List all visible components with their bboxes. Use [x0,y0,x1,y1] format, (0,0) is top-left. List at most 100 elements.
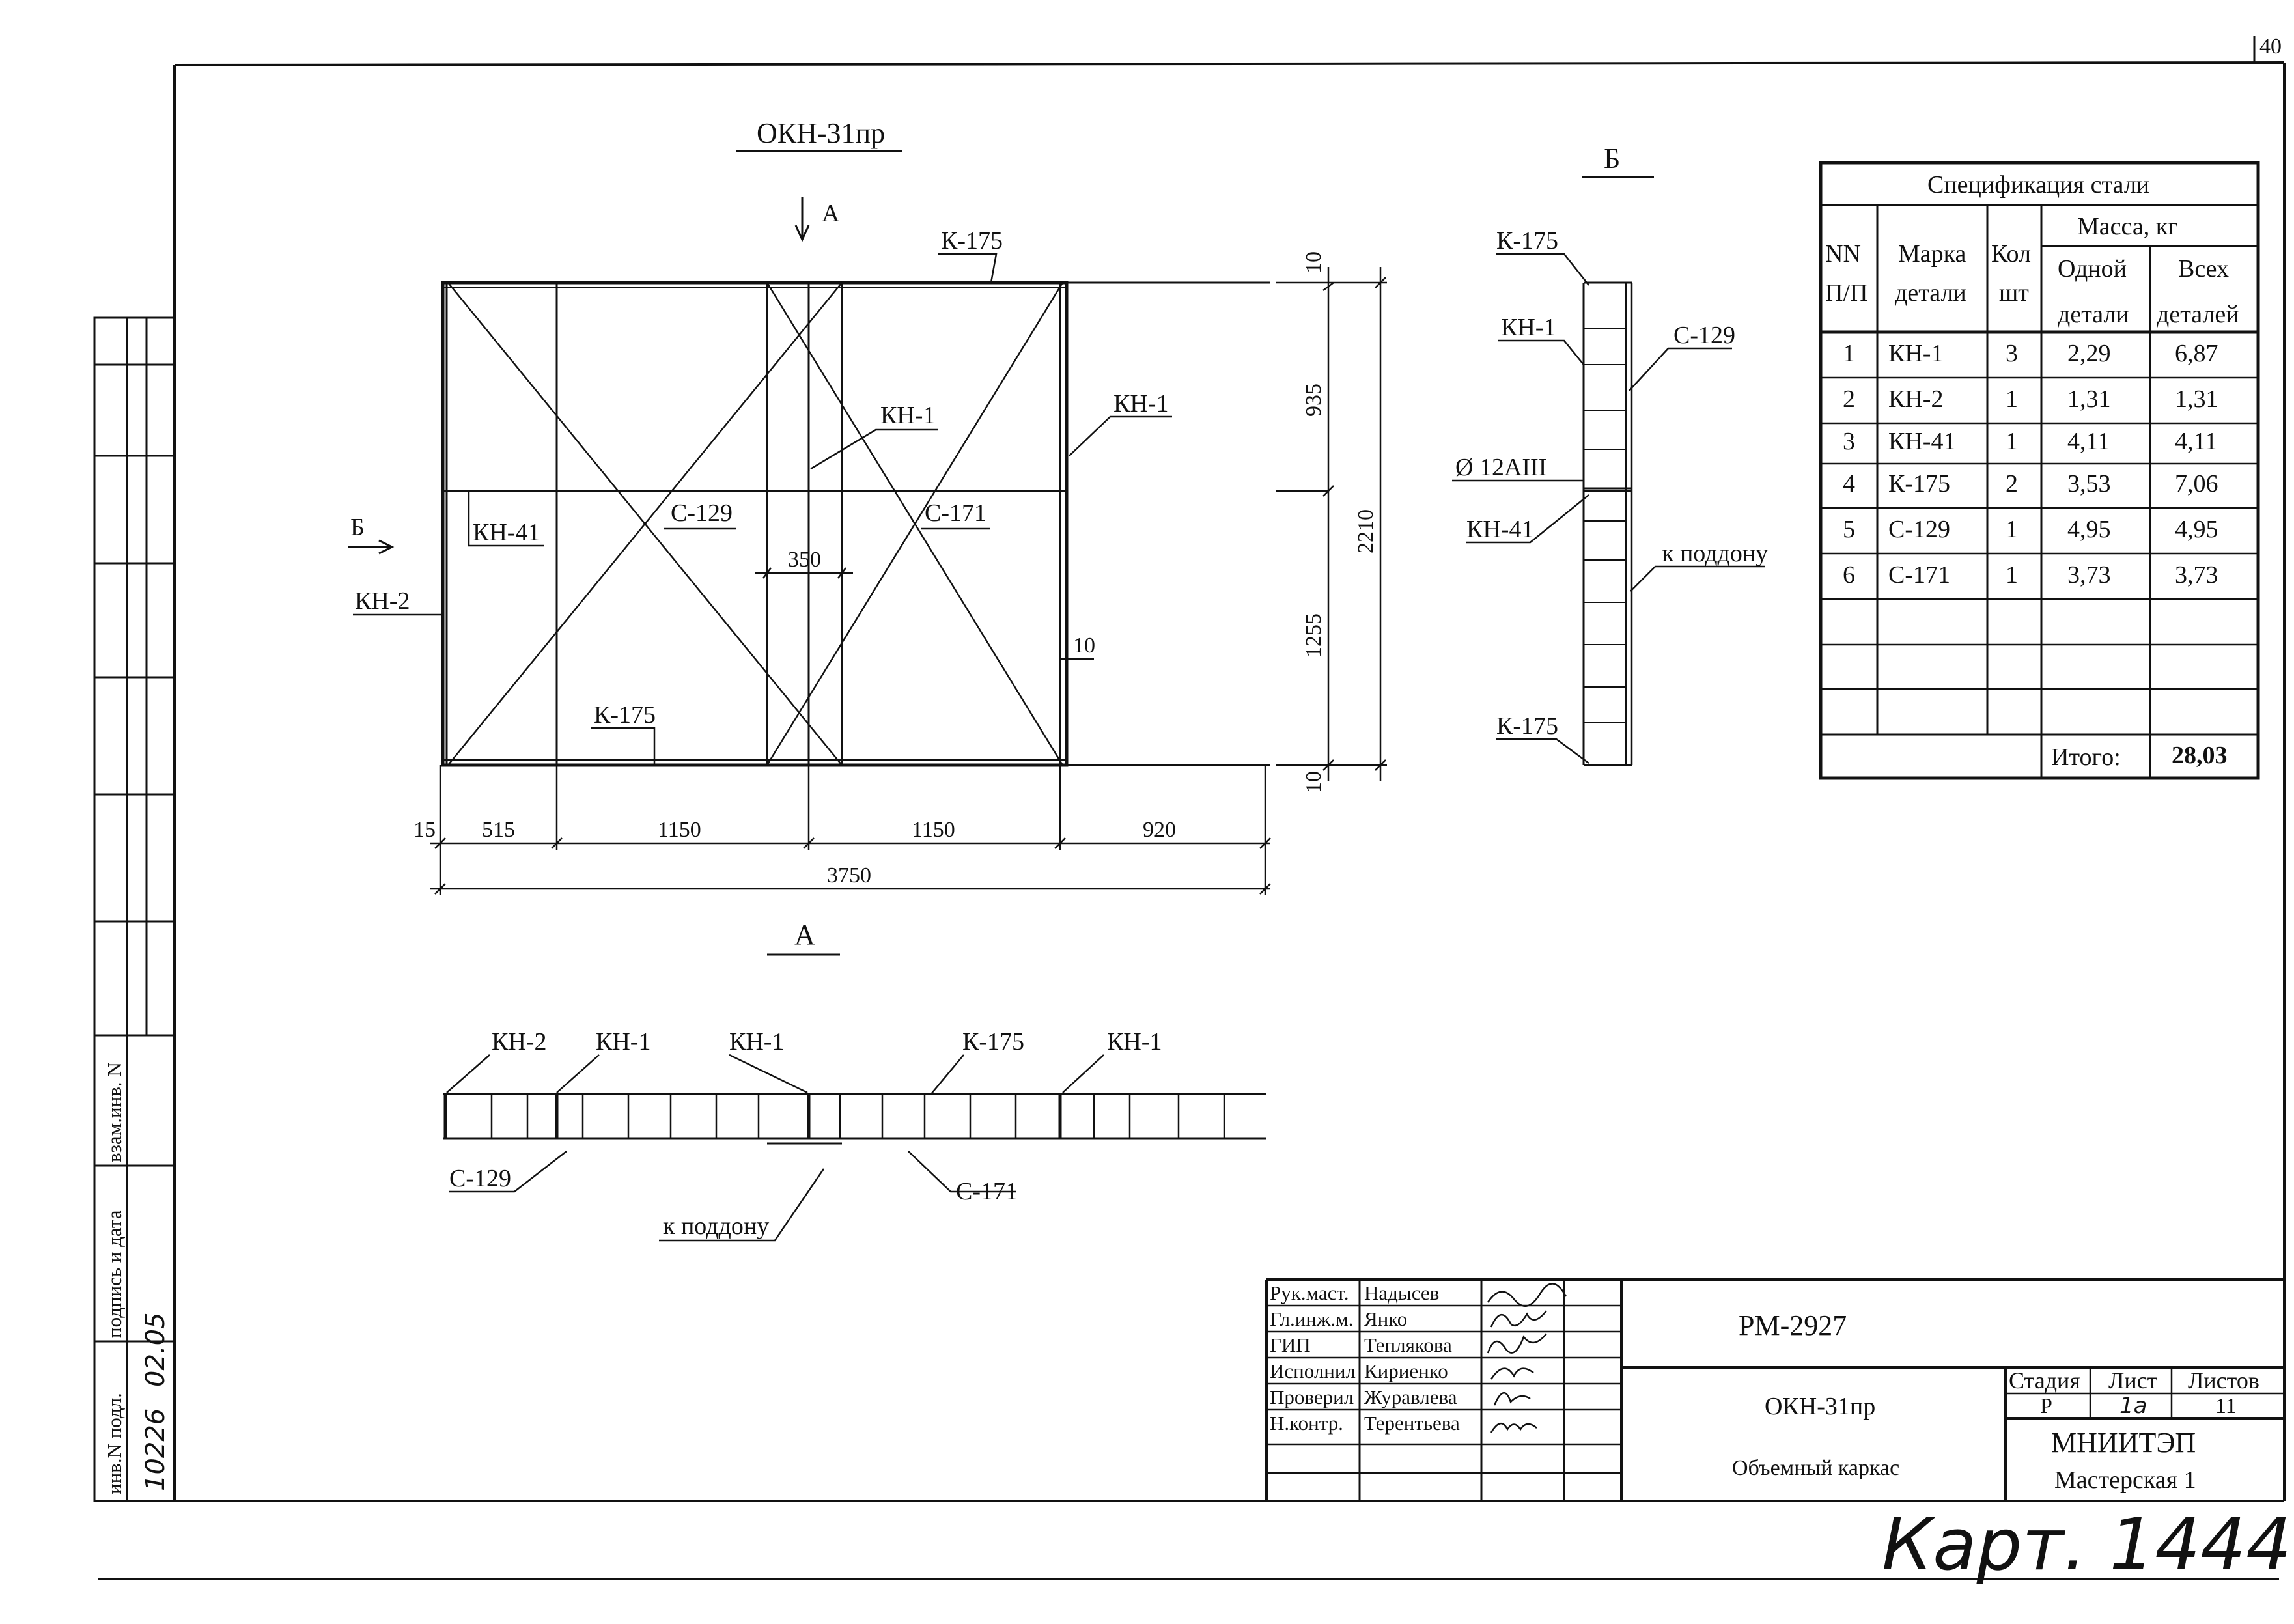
plan-label-c171: С-171 [956,1178,1018,1205]
section-b-leaders [1452,253,1765,764]
plan-label-to-pallet: к поддону [663,1212,769,1240]
vertical-dimension-lines [1276,267,1387,781]
left-stamp-strip [93,316,176,1502]
spec-h-mark-2: детали [1895,279,1966,307]
spec-cell-all: 3,73 [2175,561,2218,589]
front-label-kn2: КН-2 [355,587,410,615]
tb-name: Журавлева [1364,1386,1457,1408]
spec-total-value: 28,03 [2172,742,2228,769]
spec-table-grid [1819,161,2260,780]
dim-515: 515 [482,818,515,842]
tb-role: Гл.инж.м. [1270,1308,1354,1330]
tb-code: РМ-2927 [1739,1309,1847,1341]
tb-role: Проверил [1270,1386,1354,1408]
spec-cell-n: 5 [1843,516,1855,543]
spec-cell-n: 1 [1843,340,1855,367]
spec-cell-all: 4,11 [2175,428,2217,455]
spec-cell-qty: 1 [2006,428,2018,455]
strip-vzam-label: взам.инв. N [103,1062,126,1162]
spec-cell-all: 1,31 [2175,385,2218,413]
plan-label-kn1-b: КН-1 [729,1028,784,1056]
front-label-kn1-mid: КН-1 [880,402,935,429]
view-a-arrow [794,197,810,242]
plan-label-kn1-a: КН-1 [596,1028,650,1056]
tb-role: ГИП [1270,1334,1311,1356]
section-a-plan [443,1093,1266,1145]
tb-workshop: Мастерская 1 [2054,1466,2196,1494]
dim-920: 920 [1143,818,1176,842]
dim-2210: 2210 [1354,509,1378,553]
view-b-arrow [348,539,395,555]
section-b-title: Б [1604,143,1620,175]
dim-350: 350 [788,548,821,572]
dim-3750: 3750 [827,863,871,888]
spec-cell-all: 6,87 [2175,340,2218,367]
spec-cell-qty: 1 [2006,385,2018,413]
tb-name: Янко [1364,1308,1407,1330]
front-label-c129: С-129 [671,499,733,527]
sheet-frame [98,36,2286,1580]
side-label-c129: С-129 [1673,322,1735,349]
tb-stage-header: Стадия [2009,1367,2080,1393]
front-view-frame [441,281,1270,767]
spec-h-nn-1: NN [1825,240,1861,268]
tb-role: Исполнил [1270,1360,1356,1382]
spec-h-one-2: детали [2058,301,2129,328]
dim-1255: 1255 [1302,613,1326,658]
dim-1150-a: 1150 [658,818,701,842]
spec-cell-n: 6 [1843,561,1855,589]
section-b-side-view [1582,281,1633,766]
front-label-k175-top: К-175 [941,227,1003,255]
front-label-c171: С-171 [925,499,986,527]
signatures [1487,1283,1567,1433]
plan-label-c129: С-129 [449,1165,511,1192]
archive-note: Карт. 14446 [1882,1503,2294,1586]
spec-cell-qty: 1 [2006,516,2018,543]
tb-sheets-header: Листов [2188,1367,2259,1393]
spec-cell-all: 4,95 [2175,516,2218,543]
spec-cell-qty: 3 [2006,340,2018,367]
plan-label-kn1-c: КН-1 [1107,1028,1162,1056]
spec-cell-mark: С-129 [1888,516,1950,543]
section-a-leaders [446,1054,1104,1242]
drawing-title: ОКН-31пр [757,117,885,149]
tb-sheets: 11 [2215,1394,2237,1418]
spec-cell-mark: К-175 [1888,470,1950,497]
spec-cell-mark: КН-2 [1888,385,1943,413]
spec-h-qty-1: Кол [1991,240,2031,268]
spec-h-all-1: Всех [2178,255,2229,283]
sheet-corner-number: 40 [2259,35,2282,59]
spec-total-label: Итого: [2051,744,2121,771]
front-label-kn1-right: КН-1 [1113,390,1168,417]
spec-h-qty-2: шт [1999,279,2029,307]
title-block-grid [1265,1278,2284,1501]
front-label-k175-bottom: К-175 [594,701,656,729]
strip-inv-handwritten: 10226 [141,1408,171,1491]
spec-h-mark-1: Марка [1898,240,1966,268]
tb-name: Кириенко [1364,1360,1448,1382]
spec-cell-one: 1,31 [2067,385,2111,413]
tb-name: Теплякова [1364,1334,1452,1356]
side-label-kn41: КН-41 [1466,516,1533,543]
front-view-leaders [353,253,1172,765]
spec-cell-n: 3 [1843,428,1855,455]
spec-cell-n: 2 [1843,385,1855,413]
tb-name: Терентьева [1364,1412,1460,1435]
spec-cell-mark: КН-41 [1888,428,1955,455]
section-a-title: А [794,919,815,951]
dim-10-bottom: 10 [1302,771,1326,793]
tb-sheet-header: Лист [2108,1367,2158,1393]
inner-dimension-lines [755,567,1094,660]
side-label-k175-top: К-175 [1496,227,1558,255]
side-label-to-pallet: к поддону [1662,540,1768,567]
spec-h-all-2: деталей [2157,301,2239,328]
side-label-kn1: КН-1 [1501,314,1556,341]
spec-cell-one: 4,11 [2067,428,2110,455]
dim-10-top: 10 [1302,251,1326,273]
strip-date-handwritten: 02.05 [141,1312,171,1387]
spec-h-mass: Масса, кг [2077,213,2178,240]
tb-role: Рук.маст. [1270,1281,1349,1304]
